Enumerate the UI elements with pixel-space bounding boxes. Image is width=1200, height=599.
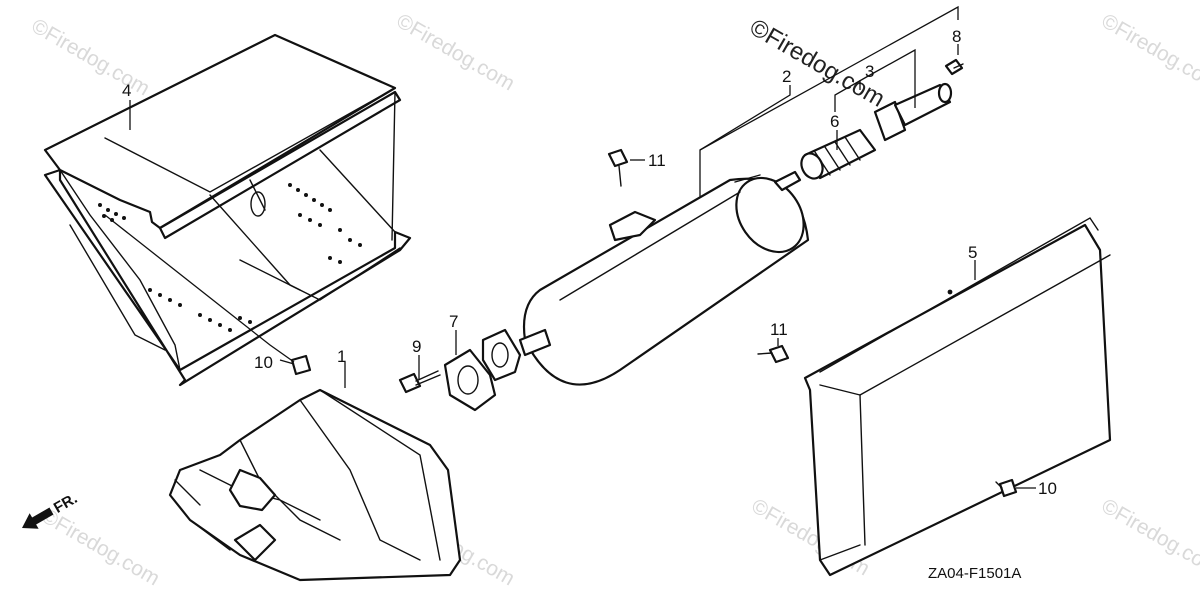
part-2-muffler bbox=[518, 170, 810, 386]
callout-5: 5 bbox=[968, 243, 977, 262]
callout-8: 8 bbox=[952, 27, 961, 46]
callout-11-upper: 11 bbox=[648, 151, 666, 170]
diagram-code: ZA04-F1501A bbox=[928, 565, 1021, 582]
part-3-tail-pipe bbox=[873, 82, 953, 142]
part-6-spark-arrester bbox=[800, 128, 877, 180]
part-7-gasket bbox=[443, 348, 497, 412]
exhaust-pipe-flange bbox=[481, 328, 522, 382]
front-arrow-icon bbox=[22, 507, 54, 529]
watermark-faint: ©Firedog.com bbox=[1098, 9, 1200, 95]
vent-holes bbox=[98, 183, 362, 332]
callout-9: 9 bbox=[412, 337, 421, 356]
watermark-faint: ©Firedog.com bbox=[28, 14, 154, 100]
bolt-10-right bbox=[995, 478, 1018, 498]
part-1-air-guide bbox=[168, 388, 462, 582]
callout-1: 1 bbox=[337, 347, 346, 366]
callout-4: 4 bbox=[122, 81, 131, 100]
callout-11-lower: 11 bbox=[770, 320, 788, 339]
bolt-10-left bbox=[290, 354, 312, 376]
watermark-faint: ©Firedog.com bbox=[393, 9, 519, 95]
callout-2: 2 bbox=[782, 67, 791, 86]
bolt-8 bbox=[944, 58, 964, 76]
leader-lines bbox=[104, 5, 1036, 489]
callout-10-right: 10 bbox=[1038, 479, 1057, 498]
watermark-faint: ©Firedog.com bbox=[1098, 494, 1200, 580]
part-4-shroud-cover bbox=[43, 33, 412, 387]
callout-numbers: 1 2 3 4 5 6 7 8 9 10 10 11 11 bbox=[122, 27, 1057, 498]
callout-10-left: 10 bbox=[254, 353, 273, 372]
bolt-11-lower bbox=[757, 344, 790, 364]
callout-6: 6 bbox=[830, 112, 839, 131]
watermark-faint: ©Firedog.com bbox=[38, 504, 164, 590]
callout-7: 7 bbox=[449, 312, 458, 331]
bolt-11-upper bbox=[607, 148, 629, 187]
bolt-9 bbox=[398, 370, 441, 394]
callout-3: 3 bbox=[865, 62, 874, 81]
part-5-side-cover bbox=[803, 217, 1112, 577]
